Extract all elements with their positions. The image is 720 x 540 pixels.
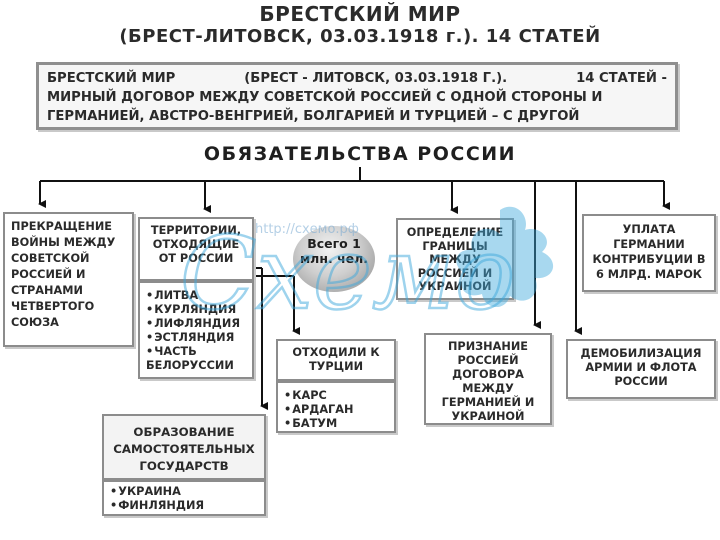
definition-articles: 14 СТАТЕЙ - bbox=[576, 71, 667, 86]
list-item: ЛИФЛЯНДИЯ bbox=[146, 317, 246, 331]
list-item: ЭСТЛЯНДИЯ bbox=[146, 331, 246, 345]
states-box: ОБРАЗОВАНИЕ САМОСТОЯТЕЛЬНЫХ ГОСУДАРСТВ bbox=[102, 414, 266, 480]
list-item: АРДАГАН bbox=[284, 403, 388, 417]
end-war-box: ПРЕКРАЩЕНИЕ ВОЙНЫ МЕЖДУ СОВЕТСКОЙ РОССИЕ… bbox=[3, 212, 134, 347]
definition-line-3: ГЕРМАНИЕЙ, АВСТРО-ВЕНГРИЕЙ, БОЛГАРИЕЙ И … bbox=[47, 109, 580, 124]
contribution-box: УПЛАТА ГЕРМАНИИ КОНТРИБУЦИИ В 6 МЛРД. МА… bbox=[582, 214, 716, 292]
list-item: ЧАСТЬ БЕЛОРУССИИ bbox=[146, 345, 246, 373]
definition-line-2: МИРНЫЙ ДОГОВОР МЕЖДУ СОВЕТСКОЙ РОССИЕЙ С… bbox=[47, 90, 603, 105]
recognition-box: ПРИЗНАНИЕ РОССИЕЙ ДОГОВОРА МЕЖДУ ГЕРМАНИ… bbox=[424, 333, 552, 425]
list-item: УКРАИНА bbox=[110, 485, 258, 499]
list-item: ЛИТВА bbox=[146, 289, 246, 303]
watermark-url: http://схемо.рф bbox=[255, 222, 359, 237]
turkey-box: ОТХОДИЛИ К ТУРЦИИ bbox=[276, 339, 396, 381]
definition-box: БРЕСТСКИЙ МИР (БРЕСТ - ЛИТОВСК, 03.03.19… bbox=[36, 62, 678, 130]
territories-list: ЛИТВА КУРЛЯНДИЯ ЛИФЛЯНДИЯ ЭСТЛЯНДИЯ ЧАСТ… bbox=[138, 281, 254, 379]
border-definition-box: ОПРЕДЕЛЕНИЕ ГРАНИЦЫ МЕЖДУ РОССИЕЙ И УКРА… bbox=[396, 218, 514, 300]
page-title: БРЕСТСКИЙ МИР bbox=[259, 2, 461, 26]
demobilization-box: ДЕМОБИЛИЗАЦИЯ АРМИИ И ФЛОТА РОССИИ bbox=[566, 339, 716, 399]
states-list: УКРАИНА ФИНЛЯНДИЯ bbox=[102, 480, 266, 516]
territories-box: ТЕРРИТОРИИ, ОТХОДЯЩИЕ ОТ РОССИИ bbox=[138, 217, 254, 281]
definition-name: БРЕСТСКИЙ МИР bbox=[47, 71, 176, 86]
population-ellipse: Всего 1 млн. чел. bbox=[293, 226, 375, 292]
obligations-heading: ОБЯЗАТЕЛЬСТВА РОССИИ bbox=[203, 143, 517, 165]
page-subtitle: (БРЕСТ-ЛИТОВСК, 03.03.1918 г.). 14 СТАТЕ… bbox=[119, 26, 601, 47]
list-item: КУРЛЯНДИЯ bbox=[146, 303, 246, 317]
list-item: КАРС bbox=[284, 389, 388, 403]
turkey-list: КАРС АРДАГАН БАТУМ bbox=[276, 381, 396, 433]
list-item: БАТУМ bbox=[284, 417, 388, 431]
list-item: ФИНЛЯНДИЯ bbox=[110, 499, 258, 513]
definition-place-date: (БРЕСТ - ЛИТОВСК, 03.03.1918 г.). bbox=[244, 71, 508, 86]
